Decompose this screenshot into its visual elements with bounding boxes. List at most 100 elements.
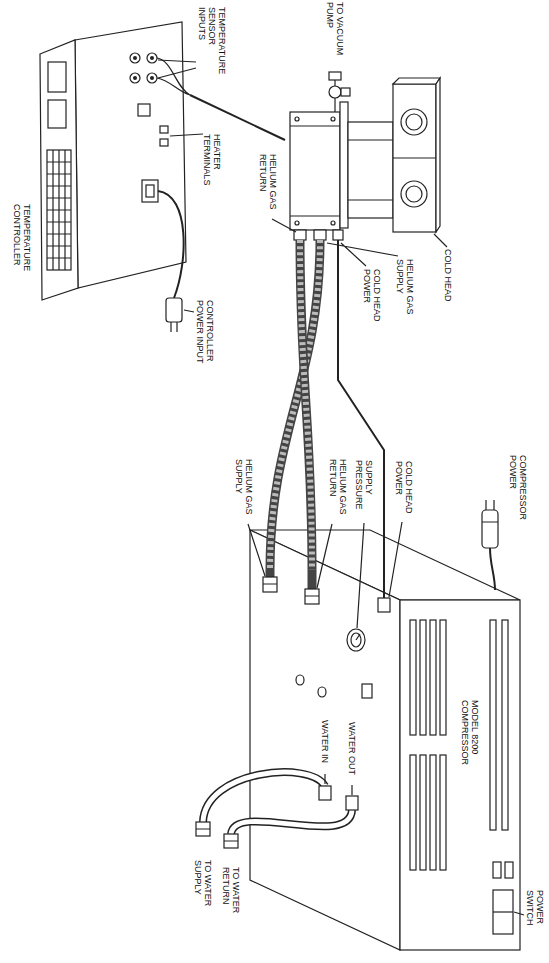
power-plug xyxy=(166,298,182,322)
shroud-window xyxy=(401,109,427,135)
plug-detail xyxy=(482,500,498,522)
sensor-cable xyxy=(190,95,285,140)
part-label: TO VACUUM PUMP xyxy=(325,2,345,62)
connector-pin xyxy=(133,76,137,80)
part-label: WATER OUT xyxy=(347,722,357,782)
part-label: COLD HEAD POWER xyxy=(394,461,414,519)
cold-head-flange xyxy=(340,102,348,228)
part-label: TO WATER RETURN xyxy=(221,867,241,927)
switch-detail xyxy=(493,911,513,912)
water-hose xyxy=(203,772,325,822)
panel-port xyxy=(296,675,304,685)
leader-line xyxy=(184,310,194,312)
component-label: COLD HEAD xyxy=(443,249,453,311)
controller-front-face xyxy=(40,40,78,300)
cold-head-cylinder xyxy=(348,122,393,218)
controller-switch xyxy=(138,104,150,116)
controller-display xyxy=(48,100,66,128)
compressor-rear-panel xyxy=(250,530,400,950)
sensor-connector xyxy=(147,53,157,63)
power-connector xyxy=(378,598,390,612)
vent-slot xyxy=(490,620,496,830)
vent-slot xyxy=(440,620,446,735)
part-label: HELIUM GAS RETURN xyxy=(328,459,348,521)
part-label: HELIUM GAS SUPPLY xyxy=(234,459,254,521)
vacuum-shroud xyxy=(393,84,436,232)
bolt xyxy=(295,221,299,225)
sensor-connector xyxy=(130,53,140,63)
connector-pin xyxy=(150,76,154,80)
component-label: TEMPERATURE CONTROLLER xyxy=(12,204,32,276)
part-label: COLD HEAD POWER xyxy=(362,269,382,327)
power-switch xyxy=(493,890,513,934)
motor-detail xyxy=(290,126,340,216)
compressor-front-face xyxy=(400,600,520,950)
valve-port xyxy=(341,88,350,96)
shroud-window xyxy=(406,114,422,130)
controller-unit: TEMPERATURE CONTROLLER xyxy=(40,20,190,300)
valve-knob xyxy=(329,72,341,80)
water-hose xyxy=(231,810,352,834)
water-hose xyxy=(231,810,352,834)
vent-slot xyxy=(430,755,436,870)
part-label: HELIUM GAS RETURN xyxy=(258,154,278,216)
power-plug xyxy=(482,510,498,548)
leader-line xyxy=(325,774,352,795)
vent-slot xyxy=(420,755,426,870)
water-hose xyxy=(203,772,325,822)
fitting-detail xyxy=(263,584,319,596)
bolt xyxy=(331,221,335,225)
leader-line xyxy=(248,522,524,915)
cable-stub xyxy=(383,570,385,598)
helium-hose xyxy=(270,240,320,570)
part-label: HELIUM GAS SUPPLY xyxy=(395,259,415,321)
compressor-unit: MODEL 8200 COMPRESSOR xyxy=(250,570,520,950)
panel-plate xyxy=(362,684,372,698)
sensor-connector xyxy=(147,73,157,83)
panel-port xyxy=(318,687,326,697)
component-label: MODEL 8200 COMPRESSOR xyxy=(460,700,480,770)
leader-line xyxy=(158,60,196,78)
vent-slot xyxy=(410,755,416,870)
vent-slot xyxy=(410,620,416,735)
sensor-connector xyxy=(130,73,140,83)
indicator xyxy=(493,862,501,878)
controller-display xyxy=(48,62,66,92)
cold-head-motor xyxy=(290,112,340,230)
cylinder-detail xyxy=(348,140,393,200)
plug-prongs xyxy=(171,322,177,332)
connector-pin xyxy=(150,56,154,60)
vacuum-valve xyxy=(329,86,341,98)
shroud-window xyxy=(406,186,422,202)
vent-slot xyxy=(420,620,426,735)
shroud-top xyxy=(393,78,440,84)
part-label: SUPPLY PRESSURE xyxy=(354,460,374,520)
part-label: TO WATER SUPPLY xyxy=(193,860,213,920)
shroud-seam xyxy=(393,157,436,158)
vent-slot xyxy=(502,620,508,830)
controller-top-face xyxy=(75,22,186,288)
power-cord xyxy=(158,191,184,298)
hose-braid xyxy=(300,240,312,570)
indicator xyxy=(505,862,513,878)
bolt xyxy=(295,117,299,121)
part-label: HEATER TERMINALS xyxy=(202,134,222,196)
water-fitting xyxy=(319,786,331,800)
hose-braid xyxy=(270,240,320,570)
power-connector xyxy=(333,230,343,240)
power-cord xyxy=(490,548,495,590)
part-label: TEMPERATURE SENSOR INPUTS xyxy=(197,7,227,77)
vent-slot xyxy=(430,620,436,735)
power-inlet xyxy=(146,185,154,197)
shroud-side xyxy=(436,78,440,232)
heater-terminal xyxy=(160,139,168,146)
part-label: CONTROLLER POWER INPUT xyxy=(195,300,215,370)
connector-pin xyxy=(133,56,137,60)
heater-terminal xyxy=(160,126,168,133)
part-label: POWER SWITCH xyxy=(525,890,545,940)
cold-head: COLD HEAD xyxy=(285,70,440,240)
hose-fitting xyxy=(314,230,326,240)
part-label: COMPRESSOR POWER xyxy=(508,455,528,525)
part-label: WATER IN xyxy=(320,720,330,770)
